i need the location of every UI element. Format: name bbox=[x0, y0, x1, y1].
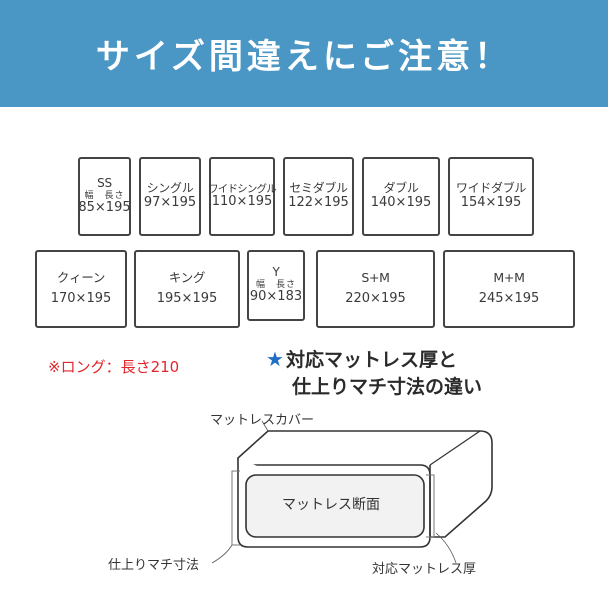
size-name: ダブル bbox=[383, 181, 419, 196]
size-name: シングル bbox=[146, 181, 194, 196]
size-semi-double: セミダブル 122×195 bbox=[283, 157, 354, 236]
size-s-plus-m: S+M 220×195 bbox=[316, 250, 435, 328]
size-dim: 85×195 bbox=[78, 200, 131, 216]
size-y: Y 幅 長さ 90×183 bbox=[247, 250, 305, 321]
heading-line2: 仕上りマチ寸法の違い bbox=[292, 376, 483, 398]
size-sub: 幅 長さ bbox=[84, 190, 125, 201]
mattress-diagram: マットレスカバー マットレス断面 仕上りマチ寸法 対応マットレス厚 bbox=[0, 395, 608, 608]
cover-label: マットレスカバー bbox=[210, 413, 315, 428]
size-dim: 245×195 bbox=[478, 290, 540, 306]
size-m-plus-m: M+M 245×195 bbox=[443, 250, 575, 328]
section-heading: ★対応マットレス厚と 仕上りマチ寸法の違い bbox=[266, 346, 482, 401]
size-wide-single: ワイドシングル 110×195 bbox=[208, 157, 277, 236]
size-dim: 110×195 bbox=[211, 194, 273, 210]
thickness-label: 対応マットレス厚 bbox=[372, 562, 477, 577]
size-name: M+M bbox=[493, 270, 525, 286]
size-name: S+M bbox=[361, 270, 390, 286]
size-dim: 154×195 bbox=[460, 194, 522, 210]
section-label: マットレス断面 bbox=[282, 497, 380, 513]
size-name: ワイドシングル bbox=[208, 183, 277, 195]
size-name: キング bbox=[168, 270, 206, 286]
size-name: クィーン bbox=[56, 270, 106, 286]
size-dim: 97×195 bbox=[143, 194, 197, 210]
gusset-label: 仕上りマチ寸法 bbox=[108, 558, 200, 573]
star-icon: ★ bbox=[266, 347, 284, 371]
size-wide-double: ワイドダブル 154×195 bbox=[448, 157, 534, 236]
size-double: ダブル 140×195 bbox=[362, 157, 440, 236]
size-name: SS bbox=[97, 175, 112, 190]
size-dim: 170×195 bbox=[50, 290, 112, 306]
size-sub: 幅 長さ bbox=[255, 279, 296, 290]
size-dim: 122×195 bbox=[288, 194, 349, 210]
size-name: ワイドダブル bbox=[455, 181, 527, 196]
banner-title: サイズ間違えにご注意！ bbox=[95, 37, 513, 77]
long-size-note: ※ロング：長さ210 bbox=[48, 358, 180, 376]
size-dim: 220×195 bbox=[345, 290, 406, 306]
size-king: キング 195×195 bbox=[134, 250, 240, 328]
heading-line1: 対応マットレス厚と bbox=[285, 349, 457, 371]
title-banner: サイズ間違えにご注意！ bbox=[0, 0, 608, 107]
mattress-illustration bbox=[211, 420, 493, 564]
size-dim: 195×195 bbox=[156, 290, 218, 306]
size-dim: 140×195 bbox=[370, 194, 432, 210]
size-ss: SS 幅 長さ 85×195 bbox=[78, 157, 131, 236]
size-queen: クィーン 170×195 bbox=[35, 250, 127, 328]
size-name: Y bbox=[272, 264, 280, 279]
size-single: シングル 97×195 bbox=[139, 157, 201, 236]
size-name: セミダブル bbox=[289, 181, 348, 196]
size-dim: 90×183 bbox=[249, 289, 303, 305]
